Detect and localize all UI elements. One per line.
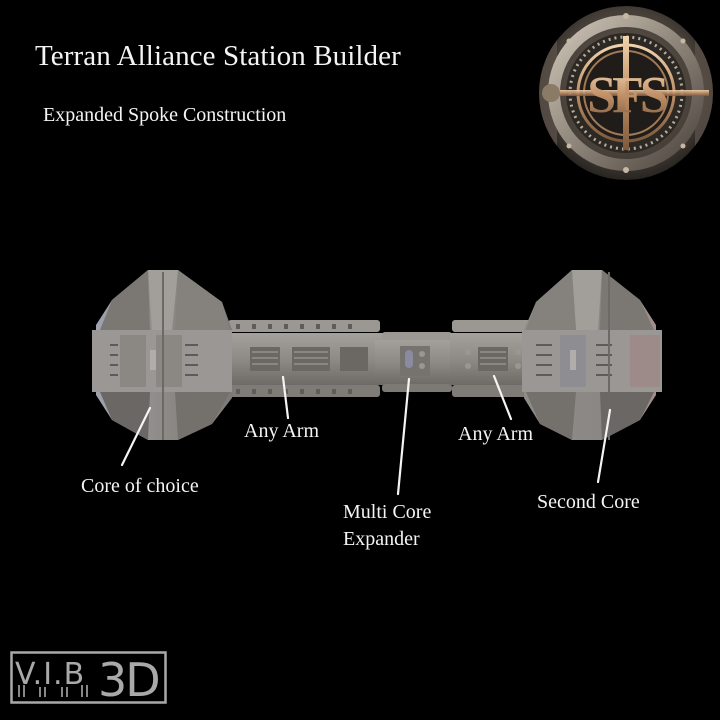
arm-left-module: [210, 320, 385, 397]
multi-core-expander-module: [375, 332, 460, 392]
svg-text:3D: 3D: [98, 653, 159, 704]
label-core-of-choice: Core of choice: [81, 475, 199, 497]
vib3d-maker-logo: V.I.B 3D: [10, 651, 167, 707]
page-title: Terran Alliance Station Builder: [35, 40, 401, 72]
vault-door-emblem-icon: SFS: [539, 6, 713, 180]
label-any-arm-left: Any Arm: [244, 420, 319, 442]
label-multi-core-line1: Multi Core: [343, 501, 432, 523]
sfs-badge-logo: SFS: [539, 6, 713, 180]
leader-core-left: [120, 406, 152, 467]
label-leader-lines: [120, 374, 612, 496]
label-second-core: Second Core: [537, 491, 640, 513]
svg-text:V.I.B: V.I.B: [15, 657, 85, 692]
leader-expander: [396, 377, 411, 496]
core-right-module: [522, 270, 662, 440]
core-left-module: [92, 270, 232, 440]
label-multi-core-line2: Expander: [343, 528, 420, 550]
leader-arm-right: [492, 374, 513, 421]
svg-text:SFS: SFS: [587, 67, 667, 124]
leader-arm-left: [281, 375, 290, 420]
page-subtitle: Expanded Spoke Construction: [43, 104, 287, 126]
leader-core-right: [596, 408, 612, 484]
label-any-arm-right: Any Arm: [458, 423, 533, 445]
